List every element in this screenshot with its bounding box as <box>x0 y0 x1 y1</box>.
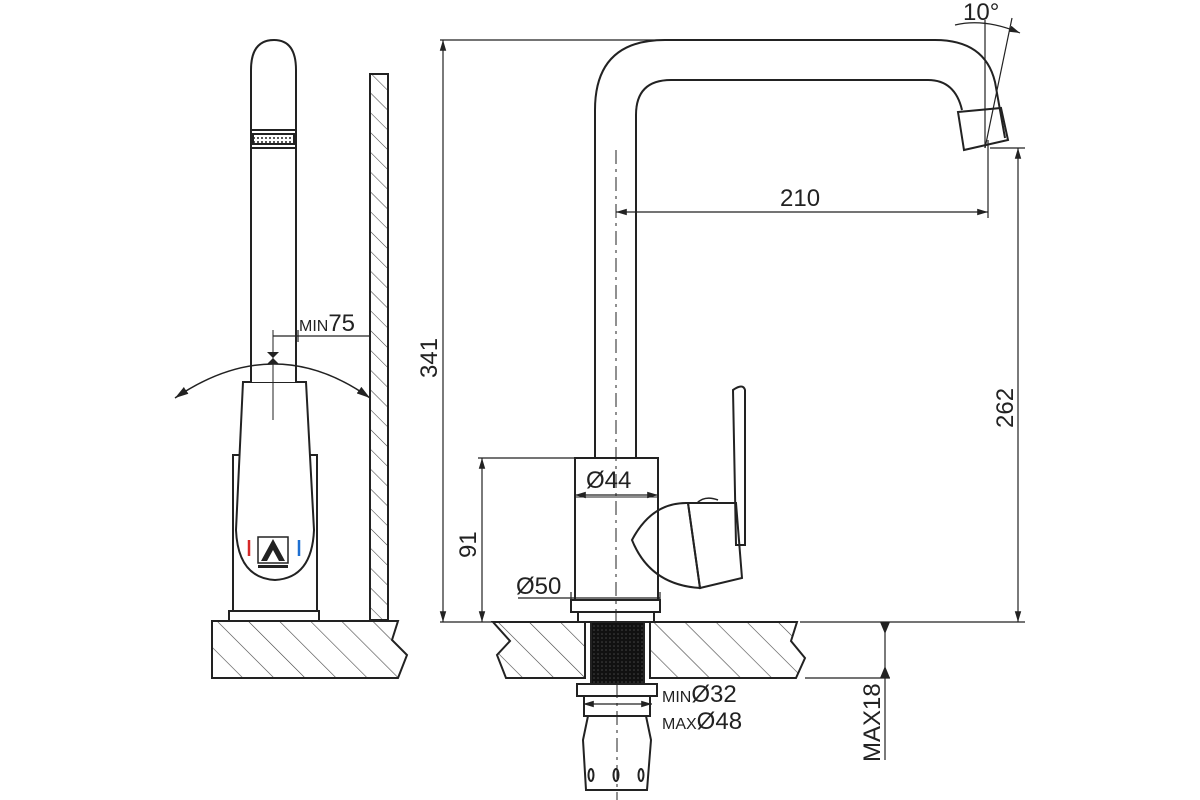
dim-341-label: 341 <box>416 338 443 378</box>
side-spout-tube <box>250 38 297 382</box>
hole-max-label: MAXØ48 <box>662 708 742 735</box>
dimension-lines <box>439 17 1025 760</box>
hose-connector <box>581 715 653 791</box>
dim-50-label: Ø50 <box>516 573 561 600</box>
front-countertop-right <box>649 621 807 679</box>
svg-text:MIN75: MIN75 <box>299 310 355 337</box>
min75-value: 75 <box>328 310 355 337</box>
side-base-plate <box>228 610 320 622</box>
dim-91-label: 91 <box>455 531 482 558</box>
spout-inner <box>635 79 963 458</box>
front-countertop-left <box>490 621 586 679</box>
lever-blade <box>731 385 746 546</box>
dim-44-label: Ø44 <box>586 467 631 494</box>
aerator-mesh <box>252 133 295 145</box>
front-view <box>490 39 1010 800</box>
spout-tip <box>956 106 1010 152</box>
side-view <box>174 38 409 679</box>
dim-max18-label: MAX18 <box>859 683 886 762</box>
wall <box>369 73 389 621</box>
brand-logo-icon <box>257 536 289 568</box>
min75-prefix: MIN <box>299 318 328 335</box>
dim-262-label: 262 <box>992 388 1019 428</box>
rotation-arc <box>174 363 371 399</box>
dim-10-label: 10° <box>963 0 999 26</box>
hole-min-label: MINØ32 <box>662 681 737 708</box>
threaded-stud <box>590 621 645 685</box>
spout-outer <box>594 39 1006 458</box>
dim-10-arc <box>954 22 1021 34</box>
lever-handle <box>686 502 744 590</box>
side-handle <box>234 381 316 582</box>
side-countertop <box>211 620 409 679</box>
dim-210-label: 210 <box>780 185 820 212</box>
